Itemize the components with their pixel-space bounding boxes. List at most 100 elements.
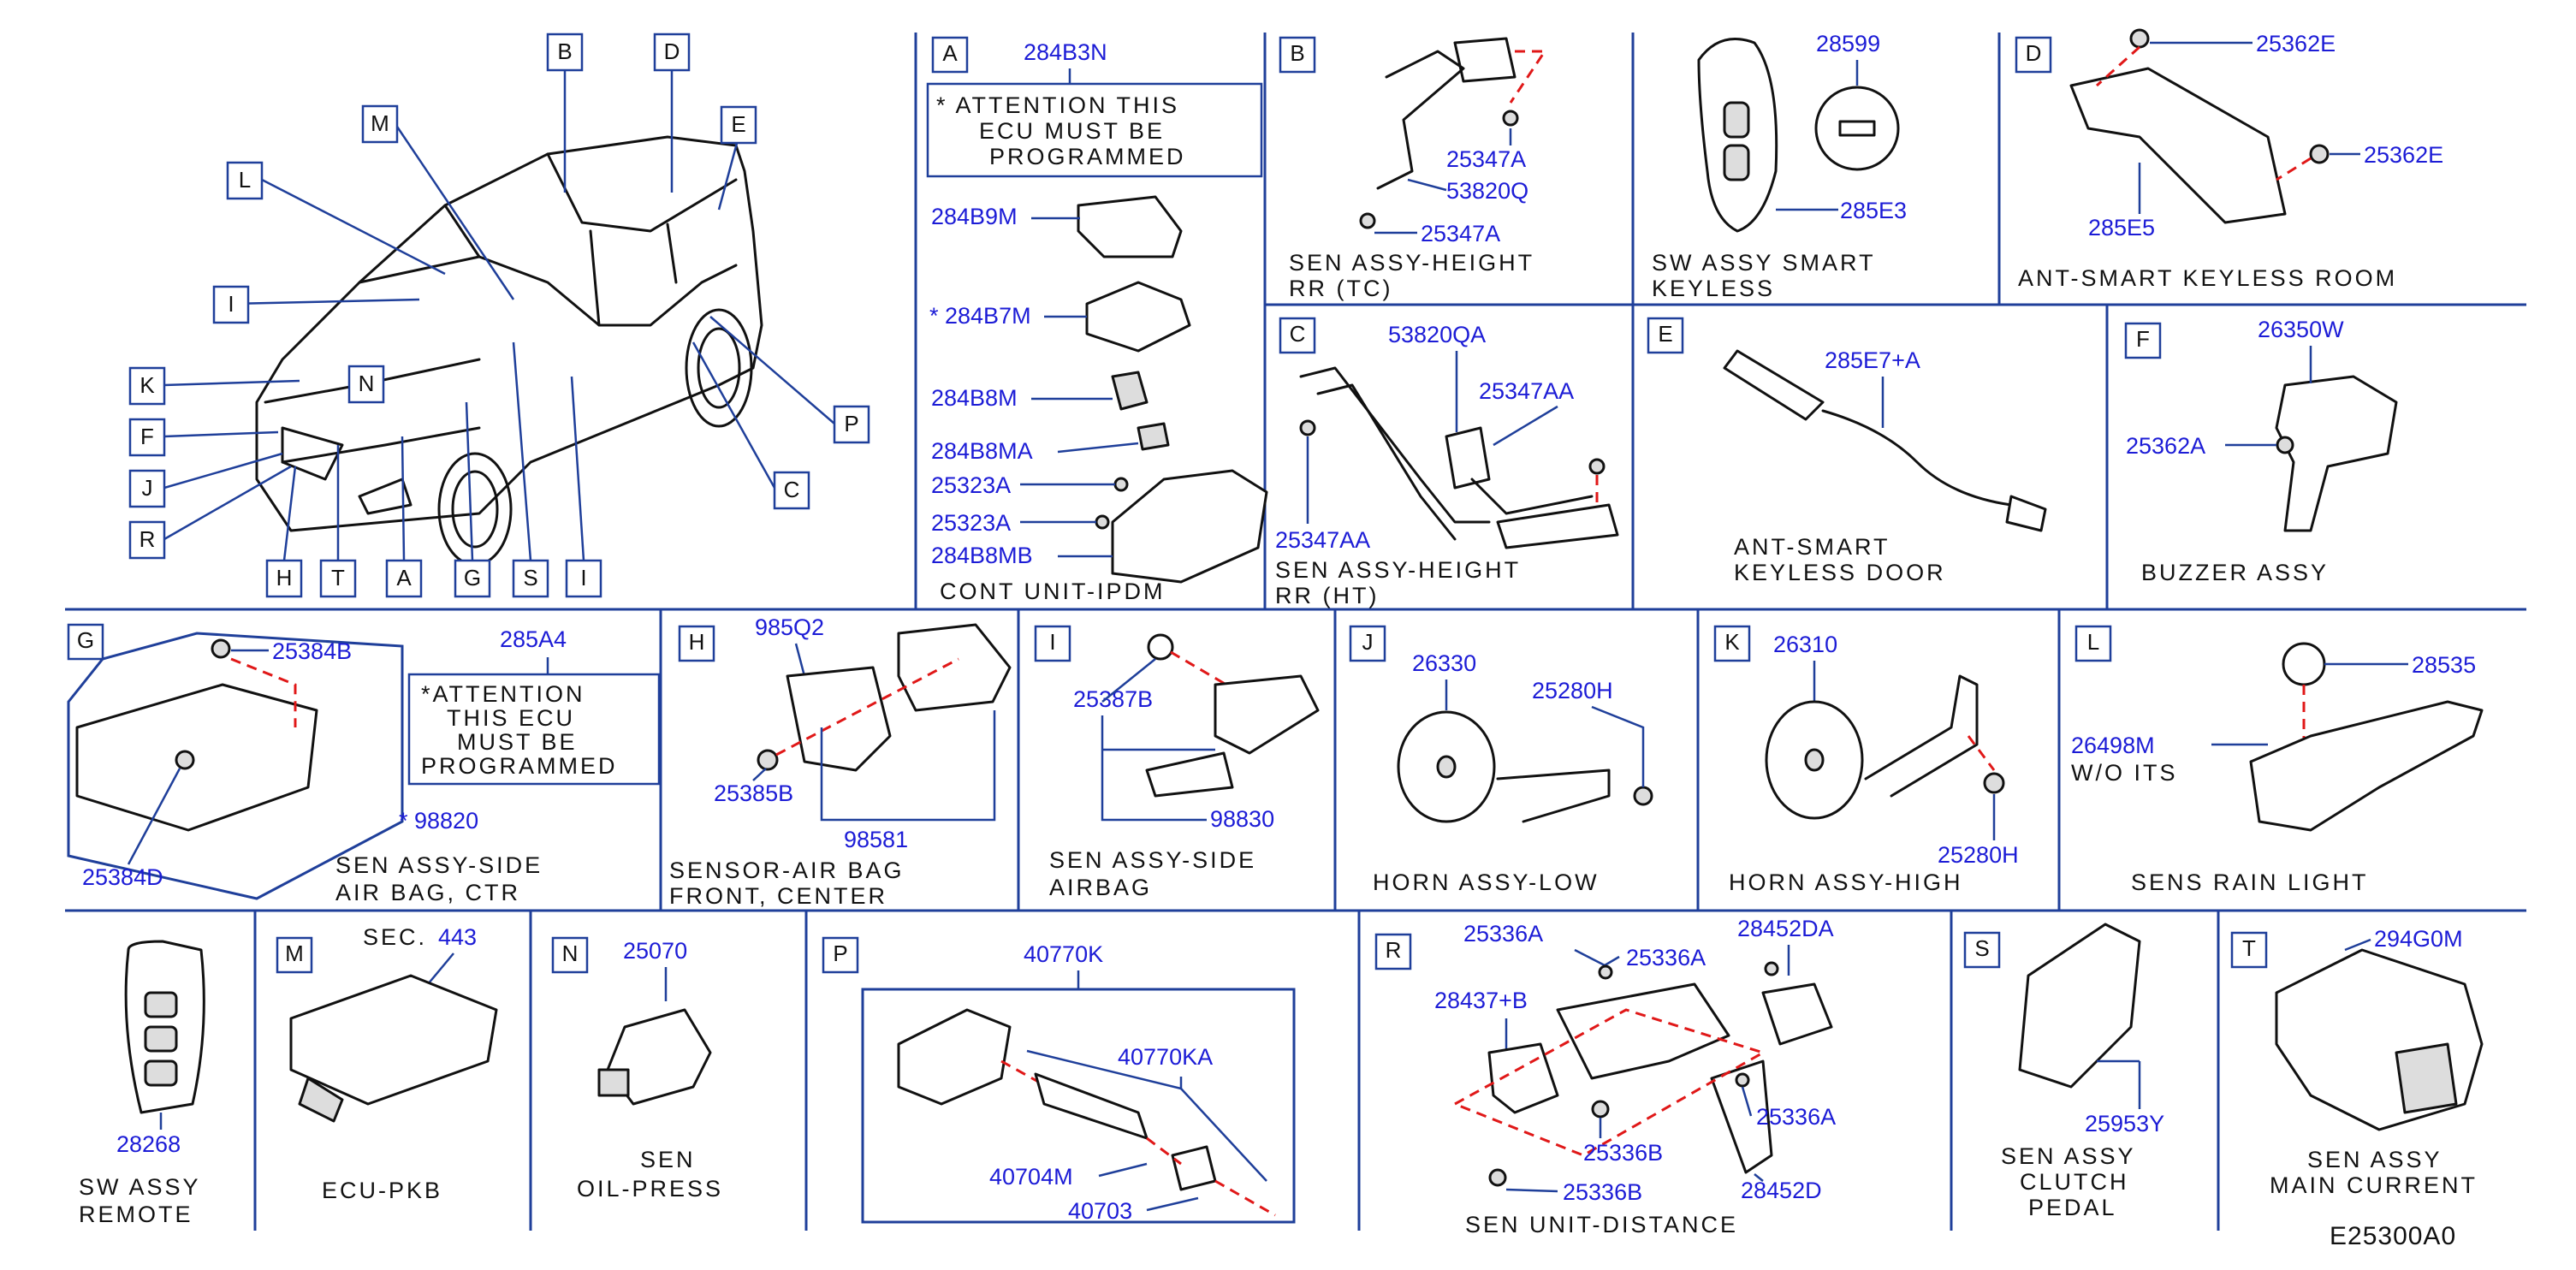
- label-sections-g-letter: G: [77, 627, 94, 653]
- label-sections-p-parts-3: 40703: [1068, 1198, 1132, 1224]
- callout-l-label: L: [239, 167, 251, 193]
- section-b: B 25347A 53820Q 25347A SEN ASSY-HEIGHT R…: [1279, 36, 1547, 301]
- label-sections-b-parts-1: 53820Q: [1446, 178, 1528, 204]
- label-sections-a-attention-1: ECU MUST BE: [979, 118, 1165, 144]
- label-sections-t-parts-0: 294G0M: [2374, 926, 2463, 952]
- label-sections-h-caption-0: SENSOR-AIR BAG: [669, 858, 905, 883]
- label-sections-r-parts-3: 28437+B: [1434, 988, 1528, 1013]
- label-sections-s-caption-0: SEN ASSY: [2001, 1143, 2136, 1169]
- label-sections-s-letter: S: [1974, 935, 1989, 961]
- label-sections-r-parts-4: 25336A: [1756, 1104, 1836, 1130]
- section-p: P 40770K 40770KA 40704M 40703: [822, 936, 1296, 1224]
- callout-h-label: H: [276, 565, 293, 590]
- label-sections-f-parts-1: 25362A: [2126, 433, 2205, 459]
- callout-c-label: C: [784, 477, 800, 502]
- label-sections-g-parts-1: 285A4: [500, 626, 567, 652]
- callout-p-label: P: [844, 411, 858, 436]
- label-sections-j-caption-0: HORN ASSY-LOW: [1373, 869, 1600, 895]
- label-sections-d-parts-2: 285E5: [2088, 215, 2155, 240]
- callout-n-label: N: [359, 371, 375, 396]
- section-g: G 25384B 285A4 *ATTENTION THIS ECU MUST …: [67, 623, 661, 905]
- label-sections-r-parts-2: 28452DA: [1737, 916, 1834, 941]
- label-sections-r-parts-1: 25336A: [1626, 945, 1706, 970]
- callout-s-label: S: [523, 565, 537, 590]
- label-sections-a-attention-0: * ATTENTION THIS: [936, 92, 1179, 118]
- callout-r-label: R: [139, 526, 156, 552]
- label-sections-i-caption-1: AIRBAG: [1049, 875, 1152, 900]
- callout-d-label: D: [664, 39, 680, 64]
- label-sections-c-caption-1: RR (HT): [1275, 583, 1379, 608]
- label-sections-key-caption-1: KEYLESS: [1652, 276, 1775, 301]
- label-sections-r-parts-0: 25336A: [1463, 921, 1543, 947]
- label-sections-l-letter: L: [2087, 629, 2099, 655]
- label-sections-d-caption-0: ANT-SMART KEYLESS ROOM: [2018, 265, 2397, 291]
- label-sections-s-caption-1: CLUTCH: [2020, 1169, 2129, 1195]
- label-sections-a-parts-6: 25323A: [931, 510, 1011, 536]
- label-sections-h-letter: H: [689, 629, 705, 655]
- label-sections-g-parts-2: * 98820: [399, 808, 478, 834]
- label-sections-r-parts-7: 28452D: [1741, 1178, 1822, 1203]
- overview-letters: B D E M L I K N F J R H T A G S I P C: [128, 33, 870, 598]
- label-sections-d-parts-1: 25362E: [2364, 142, 2443, 168]
- label-sections-t-letter: T: [2242, 935, 2256, 961]
- section-e: E 285E7+A ANT-SMART KEYLESS DOOR: [1647, 317, 2047, 585]
- label-sections-f-parts-0: 26350W: [2258, 317, 2344, 342]
- section-c: C 53820QA 25347AA 25347AA SEN ASSY-HEIGH…: [1275, 317, 1619, 608]
- label-sections-r-letter: R: [1386, 937, 1402, 963]
- label-sections-h-parts-1: 25385B: [714, 780, 793, 806]
- label-sections-p-letter: P: [833, 941, 847, 966]
- callout-b: [546, 33, 584, 72]
- label-sections-g-parts-3: 25384D: [82, 864, 163, 890]
- label-sections-j-parts-0: 26330: [1412, 650, 1476, 676]
- label-sections-j-parts-1: 25280H: [1532, 678, 1613, 703]
- label-sections-n-parts-0: 25070: [623, 938, 687, 964]
- section-i: I 25387B 98830 SEN ASSY-SIDE AIRBAG: [1034, 625, 1320, 900]
- label-sections-l-note: W/O ITS: [2071, 760, 2178, 786]
- label-sections-a-parts-2: * 284B7M: [929, 303, 1031, 329]
- callout-b-label: B: [557, 39, 572, 64]
- label-sections-c-parts-2: 25347AA: [1275, 527, 1370, 553]
- label-sections-k-letter: K: [1724, 629, 1740, 655]
- label-sections-t-caption-1: MAIN CURRENT: [2270, 1172, 2478, 1198]
- callout-j-label: J: [142, 475, 153, 501]
- overview-leaders: [163, 64, 835, 561]
- label-sections-l-caption-0: SENS RAIN LIGHT: [2131, 869, 2369, 895]
- label-sections-b-caption-1: RR (TC): [1289, 276, 1392, 301]
- label-sections-r-parts-6: 25336B: [1563, 1179, 1642, 1205]
- section-a: A 284B3N * ATTENTION THIS ECU MUST BE PR…: [926, 36, 1268, 604]
- callout-a-label: A: [396, 565, 412, 590]
- label-sections-c-parts-1: 25347AA: [1479, 378, 1574, 404]
- label-sections-remote-caption-1: REMOTE: [79, 1202, 193, 1227]
- label-sections-c-letter: C: [1290, 321, 1306, 347]
- label-sections-p-parts-2: 40704M: [989, 1164, 1073, 1190]
- label-sections-a-attention-2: PROGRAMMED: [989, 144, 1186, 169]
- label-sections-e-parts-0: 285E7+A: [1825, 347, 1920, 373]
- grid-frame: [65, 33, 2526, 1231]
- label-sections-i-parts-1: 98830: [1210, 806, 1274, 832]
- callout-i2-label: I: [580, 565, 586, 590]
- section-r: R 25336A 25336A 28452DA 28437+B 25336A 2…: [1374, 916, 1836, 1237]
- section-m: M SEC. 443 ECU-PKB: [276, 924, 498, 1203]
- label-sections-k-parts-0: 26310: [1773, 632, 1837, 657]
- label-sections-i-parts-0: 25387B: [1073, 686, 1153, 712]
- label-sections-g-parts-0: 25384B: [272, 638, 352, 664]
- label-sections-e-caption-1: KEYLESS DOOR: [1734, 560, 1946, 585]
- section-l: L 28535 26498M W/O ITS SENS RAIN LIGHT: [2071, 625, 2484, 895]
- label-sections-g-attention-0: *ATTENTION: [421, 681, 585, 707]
- label-sections-g-attention-3: PROGRAMMED: [421, 753, 618, 779]
- section-h: H 985Q2 25385B 98581 SENSOR-AIR BAG FRON…: [669, 614, 1012, 909]
- label-sections-k-parts-1: 25280H: [1938, 842, 2019, 868]
- label-sections-f-letter: F: [2136, 326, 2150, 352]
- label-sections-s-parts-0: 25953Y: [2085, 1111, 2164, 1136]
- label-sections-r-parts-5: 25336B: [1583, 1140, 1663, 1166]
- label-sections-a-parts-5: 25323A: [931, 472, 1011, 498]
- label-sections-g-attention-2: MUST BE: [457, 729, 578, 755]
- section-k: K 26310 25280H HORN ASSY-HIGH: [1713, 625, 2019, 895]
- section-remote: 28268 SW ASSY REMOTE: [79, 940, 205, 1227]
- label-sections-l-parts-0: 28535: [2412, 652, 2476, 678]
- callout-m-label: M: [371, 110, 389, 136]
- label-sections-c-parts-0: 53820QA: [1388, 322, 1486, 347]
- section-j: J 26330 25280H HORN ASSY-LOW: [1349, 625, 1653, 895]
- label-sections-m-sec_num: 443: [438, 924, 477, 950]
- section-n: N 25070 SEN OIL-PRESS: [551, 936, 721, 1202]
